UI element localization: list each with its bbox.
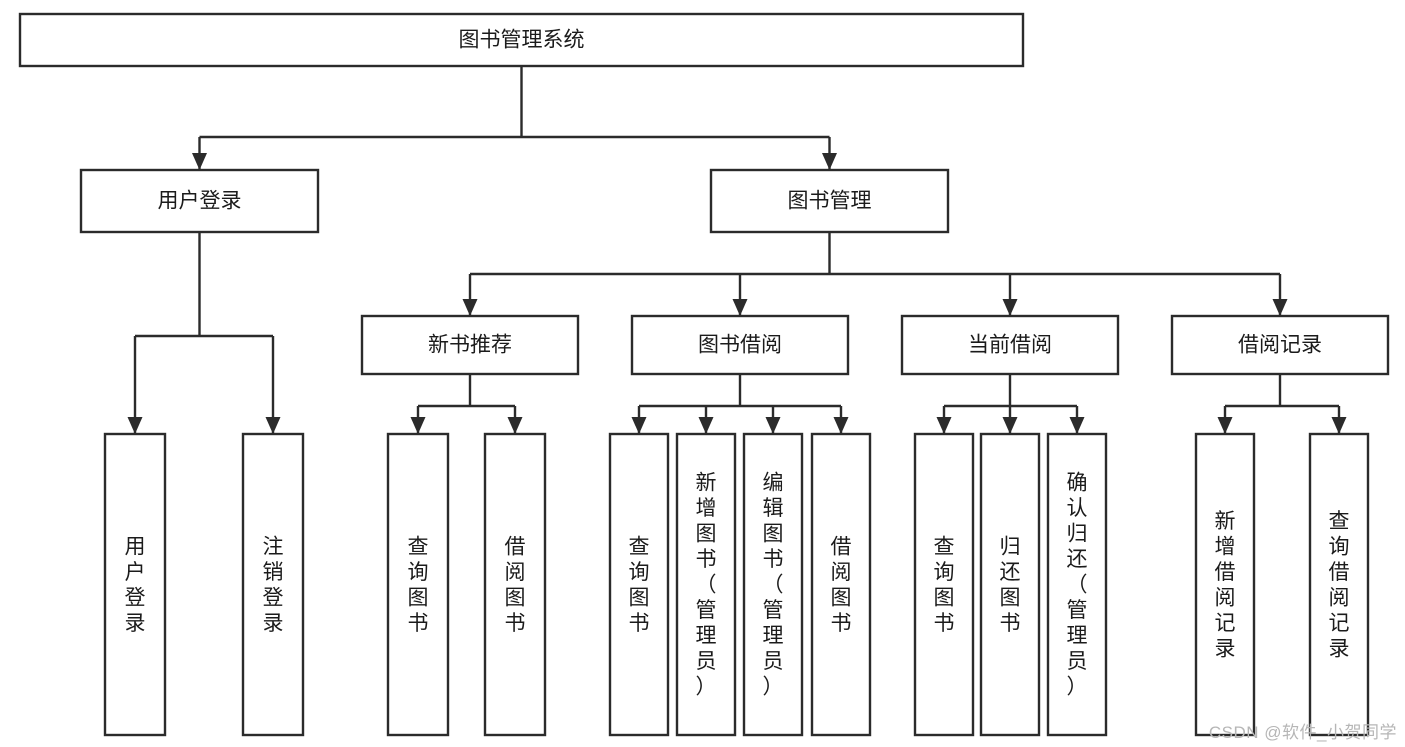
node-leaf-add-record[interactable]: 新增借阅记录 bbox=[1194, 432, 1256, 737]
node-leaf-logout[interactable]: 注销登录 bbox=[241, 432, 305, 737]
node-label-user-login: 用户登录 bbox=[158, 190, 242, 213]
edge-group-user-login bbox=[127, 232, 281, 434]
edge-group-current-borrow bbox=[936, 374, 1085, 434]
node-label-book-borrow: 图书借阅 bbox=[698, 334, 782, 357]
node-book-borrow[interactable]: 图书借阅 bbox=[630, 314, 850, 376]
node-label-leaf-user-login: 用户登录 bbox=[125, 535, 146, 635]
node-label-leaf-edit-book: 编辑图书（管理员） bbox=[763, 472, 784, 699]
node-box-root[interactable] bbox=[18, 12, 1025, 68]
node-label-leaf-query-book-2: 查询图书 bbox=[629, 535, 650, 635]
node-root[interactable]: 图书管理系统 bbox=[18, 12, 1025, 68]
node-label-new-book-rec: 新书推荐 bbox=[428, 334, 512, 357]
node-borrow-record[interactable]: 借阅记录 bbox=[1170, 314, 1390, 376]
node-leaf-query-record[interactable]: 查询借阅记录 bbox=[1308, 432, 1370, 737]
node-leaf-query-book-1[interactable]: 查询图书 bbox=[386, 432, 450, 737]
node-leaf-query-book-2[interactable]: 查询图书 bbox=[608, 432, 670, 737]
node-label-borrow-record: 借阅记录 bbox=[1238, 334, 1322, 357]
node-leaf-borrow-book-2[interactable]: 借阅图书 bbox=[810, 432, 872, 737]
node-label-leaf-query-book-1: 查询图书 bbox=[408, 535, 429, 635]
node-box-leaf-edit-book[interactable] bbox=[742, 432, 804, 737]
node-label-leaf-query-record: 查询借阅记录 bbox=[1329, 510, 1350, 661]
edge-group-new-book-rec bbox=[410, 374, 523, 434]
node-leaf-return-book[interactable]: 归还图书 bbox=[979, 432, 1041, 737]
node-box-user-login[interactable] bbox=[79, 168, 320, 234]
node-box-leaf-query-book-3[interactable] bbox=[913, 432, 975, 737]
node-leaf-add-book[interactable]: 新增图书（管理员） bbox=[675, 432, 737, 737]
node-box-leaf-user-login[interactable] bbox=[103, 432, 167, 737]
node-box-leaf-borrow-book-2[interactable] bbox=[810, 432, 872, 737]
node-box-leaf-logout[interactable] bbox=[241, 432, 305, 737]
node-label-leaf-borrow-book-2: 借阅图书 bbox=[831, 535, 852, 635]
node-box-book-borrow[interactable] bbox=[630, 314, 850, 376]
node-box-leaf-query-book-2[interactable] bbox=[608, 432, 670, 737]
node-label-root: 图书管理系统 bbox=[459, 29, 585, 52]
node-leaf-query-book-3[interactable]: 查询图书 bbox=[913, 432, 975, 737]
node-label-leaf-add-record: 新增借阅记录 bbox=[1215, 510, 1236, 661]
node-label-leaf-return-book: 归还图书 bbox=[1000, 535, 1021, 635]
node-user-login[interactable]: 用户登录 bbox=[79, 168, 320, 234]
csdn-watermark: CSDN @软件_小贺同学 bbox=[1208, 723, 1397, 742]
node-box-leaf-confirm-return[interactable] bbox=[1046, 432, 1108, 737]
edge-group-borrow-record bbox=[1217, 374, 1347, 434]
node-label-leaf-logout: 注销登录 bbox=[263, 535, 284, 635]
connector-layer bbox=[127, 66, 1347, 434]
edge-group-book-manage bbox=[462, 232, 1288, 316]
node-box-leaf-query-book-1[interactable] bbox=[386, 432, 450, 737]
node-current-borrow[interactable]: 当前借阅 bbox=[900, 314, 1120, 376]
node-label-leaf-add-book: 新增图书（管理员） bbox=[696, 472, 717, 699]
node-new-book-rec[interactable]: 新书推荐 bbox=[360, 314, 580, 376]
node-leaf-confirm-return[interactable]: 确认归还（管理员） bbox=[1046, 432, 1108, 737]
node-leaf-user-login[interactable]: 用户登录 bbox=[103, 432, 167, 737]
node-box-new-book-rec[interactable] bbox=[360, 314, 580, 376]
node-box-borrow-record[interactable] bbox=[1170, 314, 1390, 376]
node-label-leaf-confirm-return: 确认归还（管理员） bbox=[1067, 472, 1088, 699]
node-box-current-borrow[interactable] bbox=[900, 314, 1120, 376]
node-box-leaf-borrow-book-1[interactable] bbox=[483, 432, 547, 737]
node-label-book-manage: 图书管理 bbox=[788, 190, 872, 213]
edge-group-root bbox=[192, 66, 837, 170]
node-label-current-borrow: 当前借阅 bbox=[968, 334, 1052, 357]
node-box-leaf-return-book[interactable] bbox=[979, 432, 1041, 737]
node-box-leaf-query-record[interactable] bbox=[1308, 432, 1370, 737]
node-box-leaf-add-record[interactable] bbox=[1194, 432, 1256, 737]
node-layer: 图书管理系统用户登录图书管理新书推荐图书借阅当前借阅借阅记录用户登录注销登录查询… bbox=[18, 12, 1390, 737]
node-leaf-borrow-book-1[interactable]: 借阅图书 bbox=[483, 432, 547, 737]
node-label-leaf-borrow-book-1: 借阅图书 bbox=[505, 535, 526, 635]
edge-group-book-borrow bbox=[631, 374, 849, 434]
node-label-leaf-query-book-3: 查询图书 bbox=[934, 535, 955, 635]
node-leaf-edit-book[interactable]: 编辑图书（管理员） bbox=[742, 432, 804, 737]
node-box-leaf-add-book[interactable] bbox=[675, 432, 737, 737]
node-book-manage[interactable]: 图书管理 bbox=[709, 168, 950, 234]
node-box-book-manage[interactable] bbox=[709, 168, 950, 234]
